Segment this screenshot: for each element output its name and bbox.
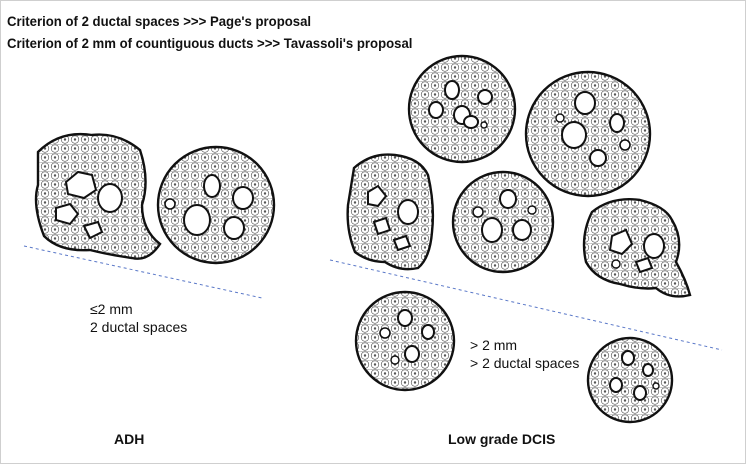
figure-header: Criterion of 2 ductal spaces >>> Page's … (7, 10, 412, 54)
adh-measure-label: ≤2 mm (90, 301, 133, 317)
adh-round-duct (156, 145, 276, 265)
dcis-irregular-duct-left (346, 153, 435, 271)
adh-spaces-label: 2 ductal spaces (90, 319, 188, 335)
divider-line-left (23, 245, 263, 299)
dcis-duct-center (451, 170, 555, 274)
header-line-page: Criterion of 2 ductal spaces >>> Page's … (7, 13, 312, 29)
divider-line-right (329, 259, 723, 351)
adh-caption: ADH (114, 431, 145, 447)
dcis-irregular-duct-right (582, 198, 692, 298)
dcis-duct-top-right (524, 70, 652, 198)
dcis-duct-bottom-left (354, 290, 456, 392)
dcis-spaces-label: > 2 ductal spaces (470, 355, 580, 371)
dcis-measure-label: > 2 mm (470, 337, 518, 353)
header-line-tavassoli: Criterion of 2 mm of countiguous ducts >… (7, 35, 413, 51)
dcis-caption: Low grade DCIS (448, 431, 556, 447)
dcis-duct-top-middle (407, 54, 517, 164)
adh-irregular-duct (34, 132, 162, 260)
dcis-duct-bottom-right (586, 336, 674, 424)
